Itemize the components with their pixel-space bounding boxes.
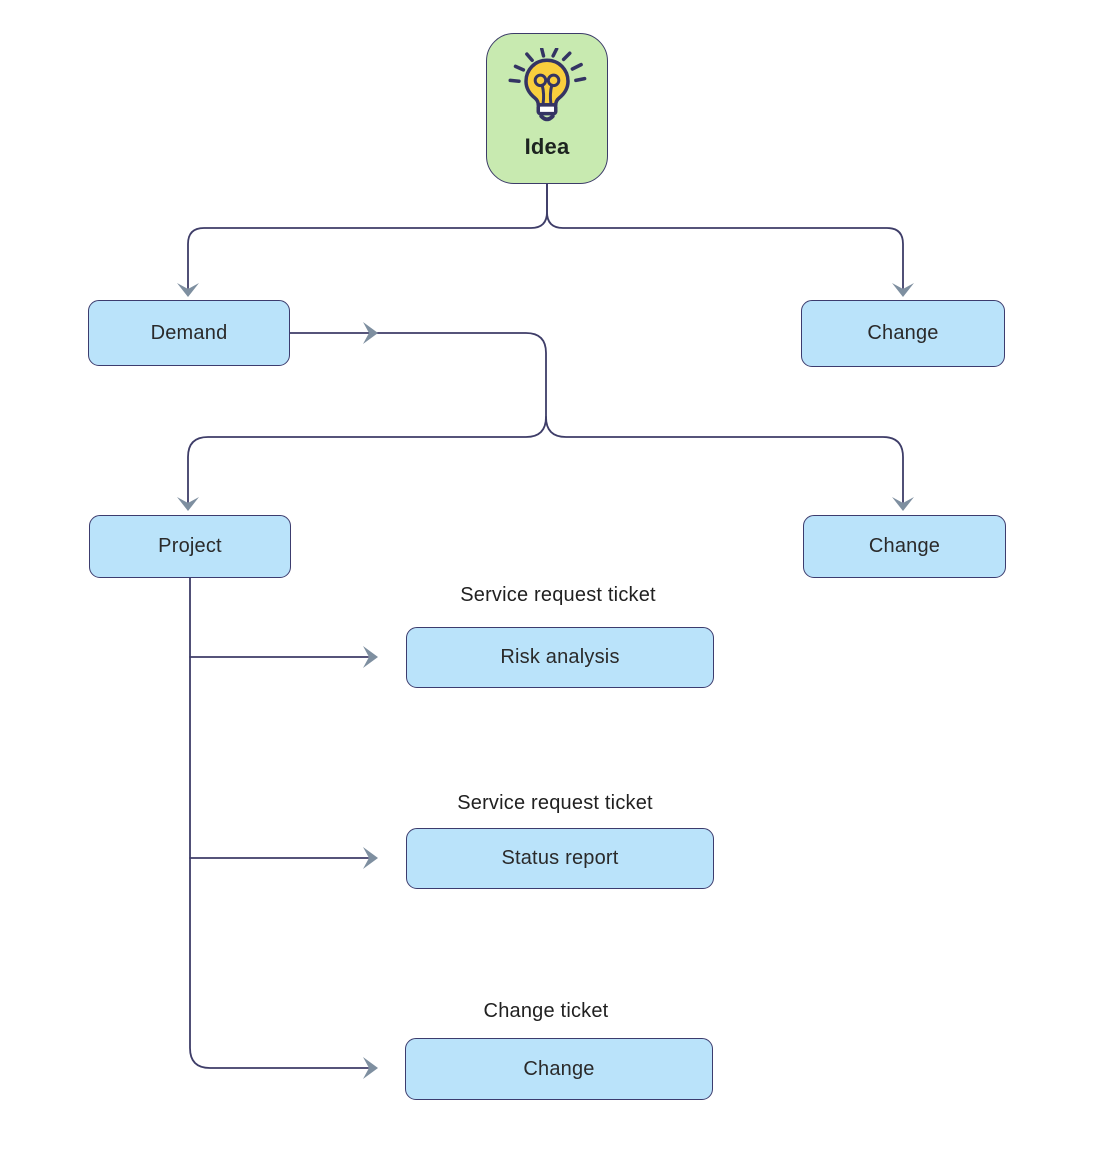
risk-analysis-label: Risk analysis <box>500 646 620 668</box>
caption-risk-analysis: Service request ticket <box>460 584 656 606</box>
lightbulb-icon <box>508 48 587 122</box>
change-ticket-label: Change <box>523 1057 595 1080</box>
node-change-mid: Change <box>803 515 1006 578</box>
arrowhead-demand-out <box>363 322 378 344</box>
node-project: Project <box>89 515 291 578</box>
node-demand: Demand <box>88 300 290 366</box>
edge-junction-change-mid <box>545 416 904 503</box>
node-risk-analysis: Risk analysis <box>406 627 714 688</box>
node-status-report: Status report <box>406 828 714 889</box>
change-mid-label: Change <box>868 535 941 557</box>
edge-idea-change-top <box>546 183 904 289</box>
arrowhead-status <box>363 847 378 869</box>
arrowhead-project <box>177 497 199 511</box>
arrowhead-change-ticket <box>363 1057 378 1079</box>
change-top-label: Change <box>867 322 939 344</box>
caption-change-ticket: Change ticket <box>483 1000 609 1022</box>
idea-label: Idea <box>524 134 570 159</box>
edge-idea-demand <box>187 183 548 289</box>
caption-status-report: Service request ticket <box>457 792 653 814</box>
edge-junction-project <box>187 416 547 503</box>
arrowhead-demand <box>177 283 199 297</box>
arrowhead-change-top <box>892 283 914 297</box>
project-label: Project <box>158 535 222 557</box>
node-change-top: Change <box>801 300 1005 367</box>
edge-project-change-ticket <box>189 577 369 1069</box>
demand-label: Demand <box>150 321 228 344</box>
edge-demand-junction <box>289 332 547 418</box>
status-report-label: Status report <box>501 847 619 869</box>
node-change-ticket: Change <box>405 1038 713 1100</box>
arrowhead-risk <box>363 646 378 668</box>
node-idea: Idea <box>486 33 608 184</box>
arrowhead-change-mid <box>892 497 914 511</box>
